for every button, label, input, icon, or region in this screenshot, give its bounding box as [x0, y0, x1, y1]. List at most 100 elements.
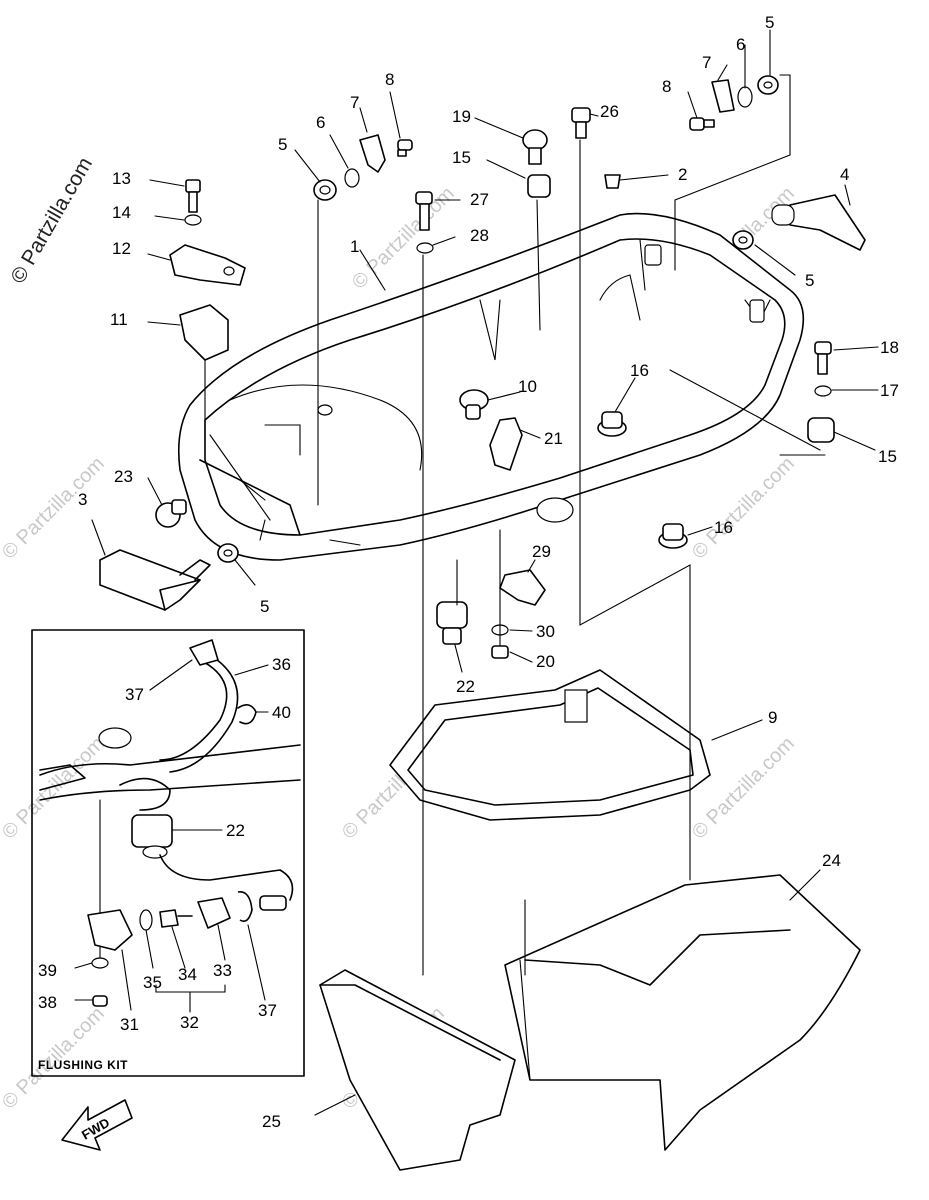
part-13-bolt — [185, 179, 201, 213]
callout-8: 8 — [662, 77, 671, 96]
bottom-cowling — [177, 212, 805, 561]
flushing-kit-label: FLUSHING KIT — [38, 1058, 128, 1072]
callout-17: 17 — [880, 381, 899, 400]
part-19-bolt — [522, 129, 548, 165]
callout-21: 21 — [544, 429, 563, 448]
leader-lines — [91, 29, 879, 1116]
part-16-grommet — [597, 411, 627, 437]
part-5-grommet — [313, 179, 337, 201]
callout-15: 15 — [878, 447, 897, 466]
part-29-clamp — [499, 569, 546, 606]
part-21-bracket — [489, 417, 523, 471]
callout-33: 33 — [213, 961, 232, 980]
callout-3: 3 — [78, 490, 87, 509]
callout-7: 7 — [702, 53, 711, 72]
callout-35: 35 — [143, 973, 162, 992]
callout-5: 5 — [765, 13, 774, 32]
part-22-grommet — [436, 601, 468, 645]
part-25-side-cover — [319, 969, 516, 1171]
callout-9: 9 — [768, 708, 777, 727]
part-5-grommet — [217, 543, 239, 563]
callout-labels: 1 2 3 4 5 5 5 5 6 6 7 7 8 8 9 10 11 12 1… — [38, 13, 899, 1131]
part-5-grommet — [757, 75, 779, 95]
part-9-frame — [389, 669, 711, 821]
part-15-grommet — [807, 417, 835, 443]
callout-15: 15 — [452, 148, 471, 167]
part-11-bracket — [179, 304, 229, 361]
callout-16: 16 — [630, 361, 649, 380]
part-5-grommet — [732, 230, 754, 250]
callout-25: 25 — [262, 1112, 281, 1131]
callout-34: 34 — [178, 965, 197, 984]
part-6-washer — [344, 168, 360, 188]
part-8-screw — [397, 139, 413, 157]
callout-27: 27 — [470, 190, 489, 209]
part-18-bolt — [814, 341, 832, 375]
callout-31: 31 — [120, 1015, 139, 1034]
part-16-grommet — [658, 523, 688, 549]
part-3-lever — [99, 549, 211, 611]
part-2-screw — [604, 174, 621, 189]
callout-10: 10 — [518, 377, 537, 396]
part-20-screw — [491, 645, 509, 659]
callout-6: 6 — [736, 35, 745, 54]
callout-22: 22 — [456, 677, 475, 696]
part-15-grommet — [527, 174, 551, 198]
callout-22: 22 — [226, 821, 245, 840]
callout-8: 8 — [385, 70, 394, 89]
callout-30: 30 — [536, 622, 555, 641]
callout-29: 29 — [532, 542, 551, 561]
callout-37: 37 — [258, 1001, 277, 1020]
part-6-washer — [737, 86, 753, 108]
callout-2: 2 — [678, 165, 687, 184]
callout-1: 1 — [350, 237, 359, 256]
callout-23: 23 — [114, 467, 133, 486]
callout-5: 5 — [805, 271, 814, 290]
callout-12: 12 — [112, 239, 131, 258]
part-26-bolt — [571, 107, 591, 139]
callout-38: 38 — [38, 993, 57, 1012]
callout-19: 19 — [452, 107, 471, 126]
part-14-washer — [184, 214, 202, 226]
callout-16: 16 — [714, 518, 733, 537]
flushing-kit-frame — [31, 629, 305, 1077]
flushing-kit-inset: FLUSHING KIT — [31, 629, 305, 1077]
watermark: © Partzilla.com — [0, 453, 109, 564]
part-12-plate — [169, 244, 246, 286]
watermark: © Partzilla.com — [688, 733, 799, 844]
watermark: © Partzilla.com — [348, 183, 459, 294]
callout-37: 37 — [125, 685, 144, 704]
callout-6: 6 — [316, 113, 325, 132]
callout-32: 32 — [180, 1013, 199, 1032]
part-8-screw — [689, 117, 715, 131]
callout-20: 20 — [536, 652, 555, 671]
callout-5: 5 — [260, 597, 269, 616]
watermark: © Partzilla.com — [0, 733, 109, 844]
part-7-clip — [359, 134, 386, 173]
part-27-bolt — [415, 191, 433, 231]
callout-24: 24 — [822, 851, 841, 870]
callout-18: 18 — [880, 338, 899, 357]
part-17-washer — [814, 385, 832, 397]
callout-36: 36 — [272, 655, 291, 674]
watermark: © Partzilla.com — [688, 453, 799, 564]
guide-lines — [99, 74, 826, 976]
copyright-label: © Partzilla.com — [6, 153, 97, 287]
callout-13: 13 — [112, 169, 131, 188]
part-24-side-cover — [504, 874, 861, 1151]
callout-14: 14 — [112, 203, 131, 222]
callout-7: 7 — [350, 93, 359, 112]
part-12-hole — [223, 266, 235, 276]
part-28-washer — [416, 242, 434, 254]
callout-26: 26 — [600, 102, 619, 121]
part-23-plug — [155, 499, 187, 528]
callout-39: 39 — [38, 961, 57, 980]
forward-arrow: FWD — [61, 1099, 133, 1151]
part-4-lever — [771, 194, 866, 251]
part-7-clip — [711, 79, 735, 113]
callout-28: 28 — [470, 226, 489, 245]
callout-11: 11 — [110, 310, 128, 329]
callout-40: 40 — [272, 703, 291, 722]
callout-4: 4 — [840, 165, 849, 184]
